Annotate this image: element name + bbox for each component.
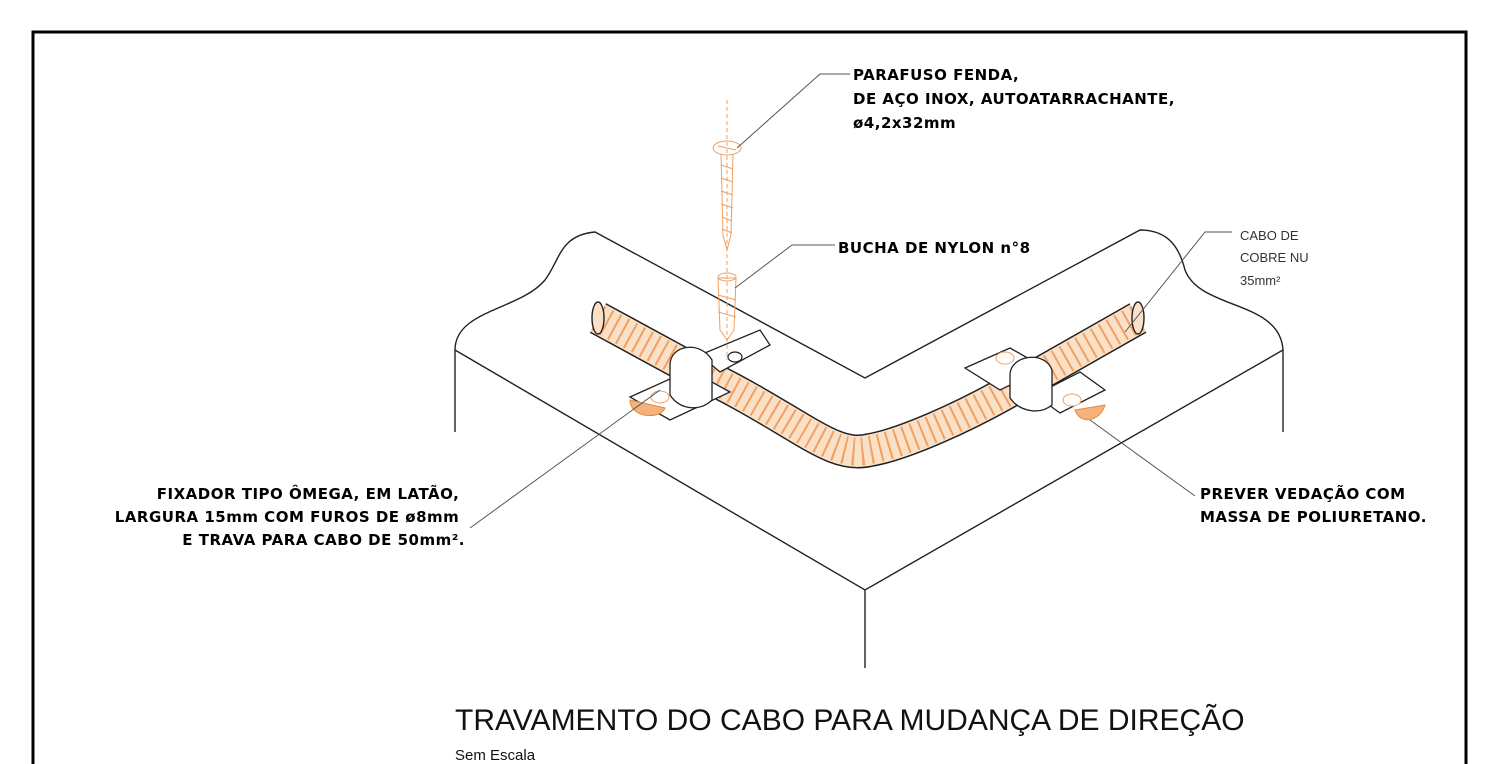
leader-sealant (1089, 419, 1196, 497)
label-sealant: PREVER VEDAÇÃO COM MASSA DE POLIURETANO. (1200, 484, 1427, 526)
label-screw: PARAFUSO FENDA, DE AÇO INOX, AUTOATARRAC… (853, 66, 1181, 132)
screw-and-anchor (712, 100, 742, 360)
drawing-subtitle: Sem Escala (455, 747, 536, 764)
copper-cable (589, 301, 1147, 469)
leader-clamp (469, 389, 661, 529)
label-anchor: BUCHA DE NYLON n°8 (838, 239, 1031, 257)
omega-clamp-left (628, 329, 771, 421)
leader-anchor (734, 244, 835, 289)
omega-clamp-right (963, 347, 1107, 420)
leader-lines (469, 73, 1232, 529)
sheet-border (31, 30, 1468, 764)
label-clamp: FIXADOR TIPO ÔMEGA, EM LATÃO, LARGURA 15… (115, 484, 465, 549)
leader-cable (1124, 231, 1232, 333)
drawing-title: TRAVAMENTO DO CABO PARA MUDANÇA DE DIREÇ… (455, 703, 1245, 737)
label-cable: CABO DE COBRE NU 35mm² (1240, 228, 1312, 288)
base-block (454, 229, 1284, 668)
leader-screw (736, 73, 850, 149)
